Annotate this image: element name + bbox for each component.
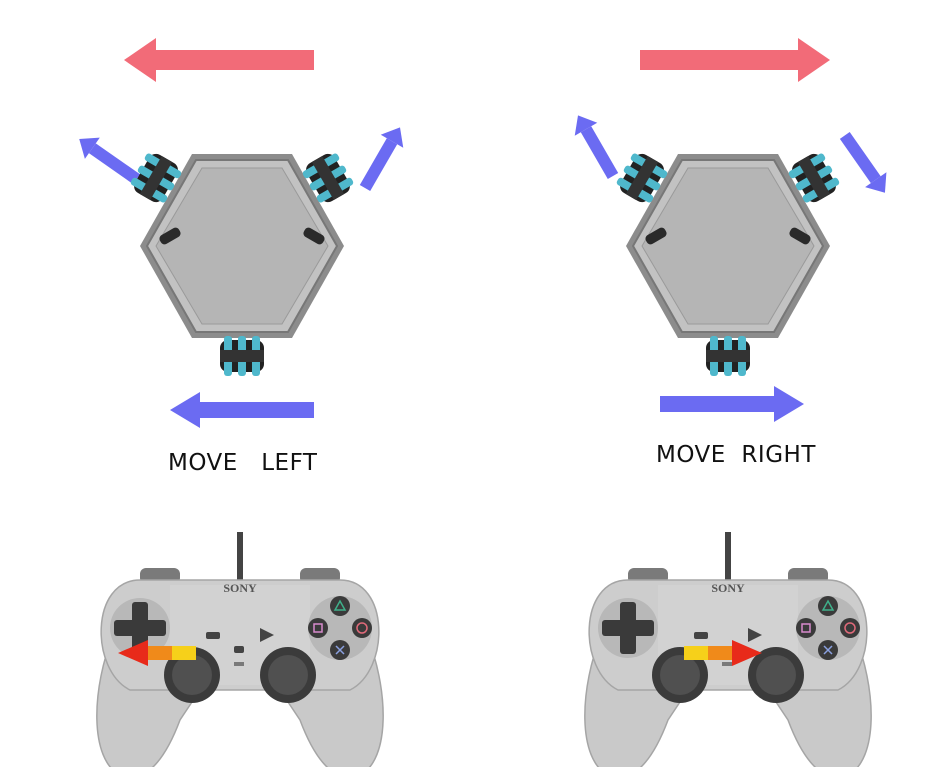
hexagon-robot-icon: [614, 149, 843, 376]
blue-arrow-lower-right-icon: [839, 131, 887, 193]
blue-arrow-right-icon: [660, 386, 804, 422]
blue-arrow-upper-right-icon: [359, 127, 404, 191]
controller-brand-right: SONY: [711, 581, 745, 595]
red-arrow-right-icon: [640, 38, 830, 82]
blue-arrow-upper-left-icon: [574, 115, 619, 179]
stick-arrow-left-icon: [118, 640, 196, 666]
caption-move-left: MOVE LEFT: [168, 450, 318, 476]
hexagon-robot-icon: [128, 149, 357, 376]
stick-arrow-right-icon: [684, 640, 762, 666]
left-panel: SONY: [79, 38, 404, 767]
blue-arrow-lower-left-icon: [79, 137, 141, 185]
right-panel: SONY: [574, 38, 887, 767]
controller-brand-left: SONY: [223, 581, 257, 595]
caption-move-right: MOVE RIGHT: [656, 442, 816, 468]
blue-arrow-left-icon: [170, 392, 314, 428]
red-arrow-left-icon: [124, 38, 314, 82]
